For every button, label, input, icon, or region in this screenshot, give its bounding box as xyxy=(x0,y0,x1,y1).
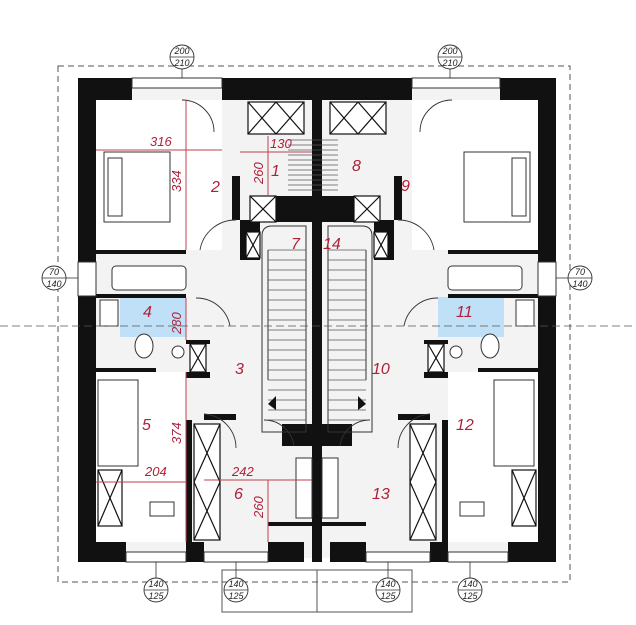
dimension-260-top: 260 xyxy=(251,162,266,185)
room-number-13: 13 xyxy=(372,486,390,503)
window-tag-bottom-4: 140 125 xyxy=(457,562,483,603)
window-tag-bottom-1: 140 125 xyxy=(143,562,169,603)
room-number-7: 7 xyxy=(291,236,301,253)
svg-text:200: 200 xyxy=(173,46,189,56)
dimension-280: 280 xyxy=(169,312,184,335)
svg-text:140: 140 xyxy=(462,579,477,589)
staircases xyxy=(261,225,373,433)
svg-text:200: 200 xyxy=(441,46,457,56)
dimension-lines xyxy=(96,100,312,542)
room-number-1: 1 xyxy=(271,163,280,180)
window-tag-top-right: 200 210 xyxy=(437,44,463,78)
dimension-242: 242 xyxy=(231,464,254,479)
room-number-6: 6 xyxy=(234,486,243,503)
dimension-334: 334 xyxy=(169,170,184,192)
bath-tile-left xyxy=(120,297,186,337)
exterior-walls xyxy=(78,78,556,562)
room-number-2: 2 xyxy=(210,179,220,196)
svg-text:140: 140 xyxy=(572,279,587,289)
room-number-9: 9 xyxy=(401,178,410,195)
dimension-204: 204 xyxy=(144,464,167,479)
room-number-10: 10 xyxy=(372,361,390,378)
dimension-316: 316 xyxy=(150,134,172,149)
beds xyxy=(97,151,535,519)
svg-text:140: 140 xyxy=(148,579,163,589)
window-tag-bottom-2: 140 125 xyxy=(223,562,249,603)
dimension-374: 374 xyxy=(169,422,184,444)
svg-text:140: 140 xyxy=(228,579,243,589)
window-tag-bottom-3: 140 125 xyxy=(375,562,401,603)
room-number-5: 5 xyxy=(142,417,151,434)
window-tag-top-left: 200 210 xyxy=(169,44,195,78)
svg-text:70: 70 xyxy=(49,267,59,277)
svg-text:140: 140 xyxy=(46,279,61,289)
svg-text:125: 125 xyxy=(228,591,244,601)
svg-text:125: 125 xyxy=(462,591,478,601)
facade-windows xyxy=(77,77,557,563)
window-tag-side-left: 70 140 xyxy=(41,265,78,291)
svg-text:125: 125 xyxy=(148,591,164,601)
room-number-12: 12 xyxy=(456,417,474,434)
doors xyxy=(181,99,453,449)
stair-treads xyxy=(268,139,366,421)
window-tag-side-right: 70 140 xyxy=(556,265,593,291)
room-number-4: 4 xyxy=(143,304,152,321)
svg-text:210: 210 xyxy=(441,58,457,68)
wardrobes xyxy=(97,101,537,541)
stair-arrows xyxy=(268,396,366,410)
room-number-3: 3 xyxy=(235,361,244,378)
svg-text:140: 140 xyxy=(380,579,395,589)
bath-tile-right xyxy=(438,297,504,337)
outer-dashed-outline xyxy=(57,65,571,583)
svg-text:125: 125 xyxy=(380,591,396,601)
dimension-130: 130 xyxy=(270,136,292,151)
room-number-11: 11 xyxy=(456,304,473,321)
room-number-14: 14 xyxy=(323,236,341,253)
svg-text:210: 210 xyxy=(173,58,189,68)
svg-text:70: 70 xyxy=(575,267,585,277)
dimension-260-bottom: 260 xyxy=(251,496,266,519)
room-number-8: 8 xyxy=(352,158,361,175)
bath-fixtures xyxy=(99,265,535,517)
